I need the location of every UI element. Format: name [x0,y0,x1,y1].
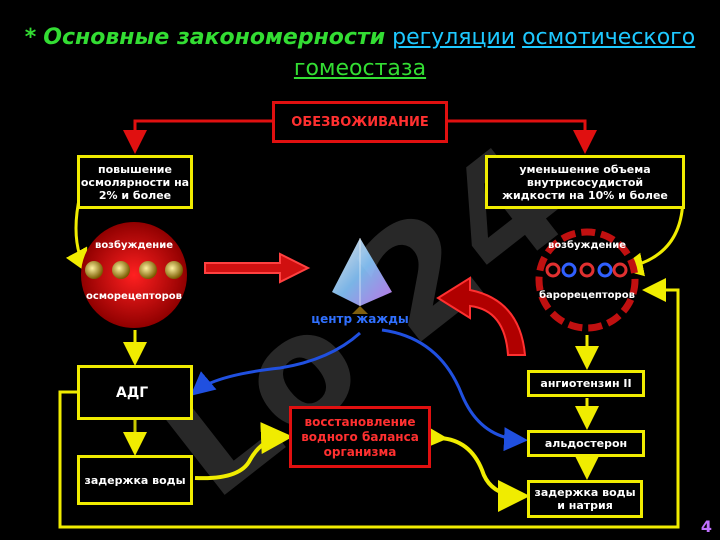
water-sodium-retention-box: задержка воды и натрия [527,480,643,518]
title-link-osmotic[interactable]: осмотического [522,25,696,50]
dehydration-label: ОБЕЗВОЖИВАНИЕ [291,114,429,130]
line-dehydration-right [448,119,597,154]
thirst-center-label: центр жажды [311,312,409,326]
line-feedback-loop [58,278,680,529]
angiotensin-label: ангиотензин II [540,377,632,390]
line-restoration-to-sodium [414,420,530,512]
volume-decrease-box: уменьшение объема внутрисосудистой жидко… [485,155,685,209]
line-water-to-restoration [194,422,293,481]
page-number: 4 [700,517,712,536]
dehydration-box: ОБЕЗВОЖИВАНИЕ [272,101,448,143]
water-retention-box: задержка воды [77,455,193,505]
volume-decrease-label: уменьшение объема внутрисосудистой жидко… [502,162,668,202]
osmoreceptors-label: осморецепторов [86,291,182,302]
adh-box: АДГ [77,365,193,420]
osmoreceptor-icon [81,222,187,328]
title-link-homeostasis[interactable]: гомеостаза [293,56,427,81]
osmolarity-increase-box: повышение осмолярности на 2% и более [77,155,193,209]
line-thirst-to-adh [190,331,362,396]
line-dehydration-left [123,119,272,154]
line-thirst-to-aldosterone [381,328,528,452]
title-lead: Основные закономерности [43,25,386,50]
aldosterone-box: альдостерон [527,430,645,457]
baro-excitation-label: возбуждение [547,240,627,251]
adh-label: АДГ [116,384,149,401]
baroreceptors-label: барорецепторов [539,290,635,301]
thirst-center-crystal-icon [332,238,392,314]
page-title: * Основные закономерности регуляции осмо… [0,22,720,84]
aldosterone-label: альдостерон [544,437,628,450]
red-curved-arrow-icon [436,276,527,356]
baroreceptor-icon [535,228,639,332]
water-retention-label: задержка воды [84,473,186,487]
osmolarity-increase-label: повышение осмолярности на 2% и более [80,162,190,202]
red-arrow-right-icon [204,252,311,284]
osmo-excitation-label: возбуждение [94,240,174,251]
water-sodium-retention-label: задержка воды и натрия [534,486,636,512]
restoration-label: восстановление водного баланса организма [301,414,419,459]
title-star: * [24,25,37,50]
angiotensin-box: ангиотензин II [527,370,645,397]
restoration-box: восстановление водного баланса организма [289,406,431,468]
title-link-regulation[interactable]: регуляции [392,25,516,50]
